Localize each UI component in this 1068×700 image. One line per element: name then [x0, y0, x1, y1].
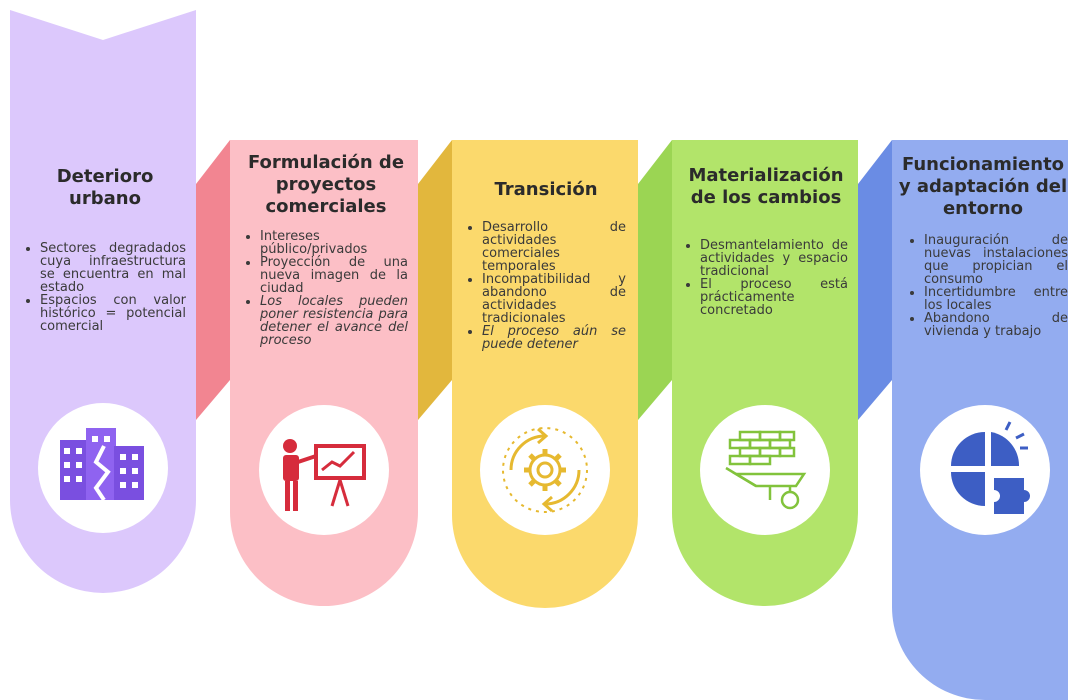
stage-2-bullets: Intereses público/privados Proyección de…	[244, 230, 408, 347]
bullet: Desarrollo de actividades comerciales te…	[482, 221, 626, 273]
stage-1-title: Deterioro urbano	[56, 166, 154, 209]
connector-3-4	[638, 140, 672, 420]
presentation-icon	[283, 439, 366, 511]
bullet: Espacios con valor histórico = potencial…	[40, 294, 186, 333]
stage-2-title: Formulación de proyectos comerciales	[247, 152, 405, 217]
bullet: Intereses público/privados	[260, 230, 408, 256]
bullet: El proceso aún se puede detener	[482, 325, 626, 351]
bricks-wheelbarrow-icon	[725, 430, 807, 510]
icon-circle-4	[700, 405, 830, 535]
bullet: Sectores degradados cuya infraestructura…	[40, 242, 186, 294]
bullet: El proceso está prácticamente concretado	[700, 278, 848, 317]
puzzle-pieces-icon	[951, 421, 1030, 514]
connector-4-5	[858, 140, 892, 420]
bullet: Desmantelamiento de actividades y espaci…	[700, 239, 848, 278]
connector-1-2	[196, 140, 230, 420]
bullet: Los locales pueden poner resistencia par…	[260, 295, 408, 347]
stage-2: Formulación de proyectos comerciales Int…	[244, 152, 408, 347]
stage-5: Funcionamiento y adaptación del entorno …	[898, 154, 1068, 338]
icon-circle-3	[480, 405, 610, 535]
stage-3-bullets: Desarrollo de actividades comerciales te…	[466, 221, 626, 351]
stage-4: Materialización de los cambios Desmantel…	[684, 165, 848, 317]
bullet: Incertidumbre entre los locales	[924, 286, 1068, 312]
city-buildings-icon	[60, 428, 144, 502]
bullet: Proyección de una nueva imagen de la ciu…	[260, 256, 408, 295]
stage-4-title: Materialización de los cambios	[688, 165, 844, 208]
bullet: Abandono de vivienda y trabajo	[924, 312, 1068, 338]
stage-3-title: Transición	[494, 179, 598, 200]
connector-2-3	[418, 140, 452, 420]
stage-1-bullets: Sectores degradados cuya infraestructura…	[24, 242, 186, 333]
icon-circle-5	[920, 405, 1050, 535]
stage-4-bullets: Desmantelamiento de actividades y espaci…	[684, 239, 848, 317]
bullet: Incompatibilidad y abandono de actividad…	[482, 273, 626, 325]
stage-5-title: Funcionamiento y adaptación del entorno	[898, 154, 1068, 219]
stage-5-bullets: Inauguración de nuevas instalaciones que…	[898, 234, 1068, 338]
stage-1: Deterioro urbano Sectores degradados cuy…	[24, 166, 186, 333]
stage-3: Transición Desarrollo de actividades com…	[466, 179, 626, 351]
bullet: Inauguración de nuevas instalaciones que…	[924, 234, 1068, 286]
gear-cycle-icon	[502, 427, 588, 513]
